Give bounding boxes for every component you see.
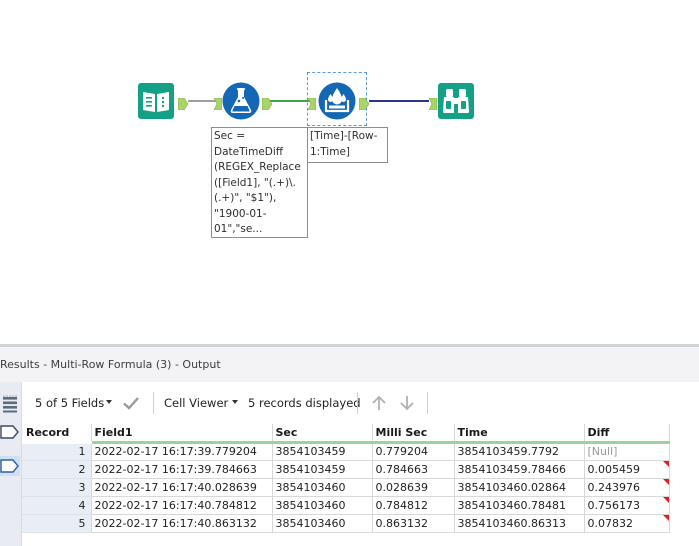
time-cell[interactable]: 3854103459.78466 bbox=[454, 460, 585, 479]
time-cell[interactable]: 3854103459.7792 bbox=[454, 442, 585, 461]
time-cell[interactable]: 3854103460.78481 bbox=[454, 496, 585, 515]
metadata-view-icon[interactable] bbox=[0, 422, 20, 442]
field1-cell[interactable]: 2022-02-17 16:17:40.028639 bbox=[91, 478, 273, 497]
formula-input-anchor[interactable] bbox=[213, 95, 223, 114]
results-side-strip bbox=[0, 382, 22, 546]
formula-output-anchor[interactable] bbox=[261, 95, 273, 114]
diff-cell[interactable]: 0.756173 bbox=[584, 496, 670, 515]
cell-viewer-dropdown[interactable]: Cell Viewer bbox=[164, 396, 229, 410]
time-cell[interactable]: 3854103460.86313 bbox=[454, 514, 585, 533]
column-header-record[interactable]: Record bbox=[22, 424, 92, 444]
multirow-annotation[interactable]: [Time]-[Row- 1:Time] bbox=[307, 127, 388, 163]
record-cell[interactable]: 4 bbox=[22, 496, 92, 515]
sec-cell[interactable]: 3854103460 bbox=[272, 496, 373, 515]
diff-cell[interactable]: [Null] bbox=[584, 442, 670, 461]
toolbar-separator bbox=[153, 392, 154, 414]
sec-cell[interactable]: 3854103459 bbox=[272, 460, 373, 479]
results-toolbar: 5 of 5 Fields Cell Viewer 5 records disp… bbox=[22, 382, 699, 422]
changed-value-flag-icon bbox=[662, 496, 668, 503]
checkmark-icon[interactable] bbox=[122, 394, 140, 412]
book-icon bbox=[138, 83, 174, 119]
fields-dropdown-icon[interactable] bbox=[106, 400, 112, 404]
field1-cell[interactable]: 2022-02-17 16:17:40.784812 bbox=[91, 496, 273, 515]
records-displayed: 5 records displayed bbox=[248, 396, 361, 410]
selection-box bbox=[307, 72, 367, 126]
record-cell[interactable]: 5 bbox=[22, 514, 92, 533]
input-data-output-anchor[interactable] bbox=[177, 95, 189, 114]
milli-sec-cell[interactable]: 0.863132 bbox=[372, 514, 455, 533]
table-header-row: Record Field1 Sec Milli Sec Time Diff bbox=[22, 424, 670, 444]
results-header: Results - Multi-Row Formula (3) - Output bbox=[0, 344, 699, 382]
column-header-sec[interactable]: Sec bbox=[272, 424, 373, 444]
sec-cell[interactable]: 3854103460 bbox=[272, 514, 373, 533]
record-cell[interactable]: 2 bbox=[22, 460, 92, 479]
column-header-field1[interactable]: Field1 bbox=[91, 424, 273, 444]
record-cell[interactable]: 3 bbox=[22, 478, 92, 497]
sec-cell[interactable]: 3854103459 bbox=[272, 442, 373, 461]
multi-row-formula-tool[interactable] bbox=[318, 82, 356, 120]
milli-sec-cell[interactable]: 0.028639 bbox=[372, 478, 455, 497]
time-cell[interactable]: 3854103460.02864 bbox=[454, 478, 585, 497]
multirow-input-anchor[interactable] bbox=[307, 95, 317, 114]
grip-dots-icon bbox=[0, 384, 20, 397]
milli-sec-cell[interactable]: 0.784663 bbox=[372, 460, 455, 479]
column-header-time[interactable]: Time bbox=[454, 424, 585, 444]
formula-tool[interactable] bbox=[222, 82, 260, 120]
field1-cell[interactable]: 2022-02-17 16:17:39.779204 bbox=[91, 442, 273, 461]
column-header-diff[interactable]: Diff bbox=[584, 424, 670, 444]
multirow-output-anchor[interactable] bbox=[358, 95, 370, 114]
sec-cell[interactable]: 3854103460 bbox=[272, 478, 373, 497]
changed-value-flag-icon bbox=[662, 514, 668, 521]
drops-icon bbox=[318, 82, 356, 120]
column-header-milli-sec[interactable]: Milli Sec bbox=[372, 424, 455, 444]
flask-icon bbox=[222, 82, 260, 120]
results-title: Results - Multi-Row Formula (3) - Output bbox=[0, 358, 221, 371]
field1-cell[interactable]: 2022-02-17 16:17:40.863132 bbox=[91, 514, 273, 533]
workflow-canvas[interactable]: Sec = DateTimeDiff (REGEX_Replace ([Fiel… bbox=[0, 0, 699, 344]
connections bbox=[188, 100, 429, 102]
record-cell[interactable]: 1 bbox=[22, 442, 92, 461]
toolbar-separator bbox=[427, 392, 428, 414]
diff-cell[interactable]: 0.005459 bbox=[584, 460, 670, 479]
field1-cell[interactable]: 2022-02-17 16:17:39.784663 bbox=[91, 460, 273, 479]
changed-value-flag-icon bbox=[662, 460, 668, 467]
fields-selector[interactable]: 5 of 5 Fields bbox=[35, 396, 105, 410]
diff-cell[interactable]: 0.243976 bbox=[584, 478, 670, 497]
data-view-icon[interactable] bbox=[0, 456, 20, 476]
browse-tool[interactable] bbox=[438, 83, 474, 119]
arrow-down-icon[interactable] bbox=[398, 394, 416, 412]
binoculars-icon bbox=[438, 83, 474, 119]
milli-sec-cell[interactable]: 0.784812 bbox=[372, 496, 455, 515]
diff-cell[interactable]: 0.07832 bbox=[584, 514, 670, 533]
formula-annotation[interactable]: Sec = DateTimeDiff (REGEX_Replace ([Fiel… bbox=[211, 127, 308, 238]
cell-viewer-dropdown-icon[interactable] bbox=[232, 400, 238, 404]
changed-value-flag-icon bbox=[662, 478, 668, 485]
list-view-icon[interactable] bbox=[0, 394, 20, 414]
toolbar-separator bbox=[357, 392, 358, 414]
milli-sec-cell[interactable]: 0.779204 bbox=[372, 442, 455, 461]
browse-input-anchor[interactable] bbox=[428, 95, 438, 114]
input-data-tool[interactable] bbox=[138, 83, 174, 119]
arrow-up-icon[interactable] bbox=[370, 394, 388, 412]
